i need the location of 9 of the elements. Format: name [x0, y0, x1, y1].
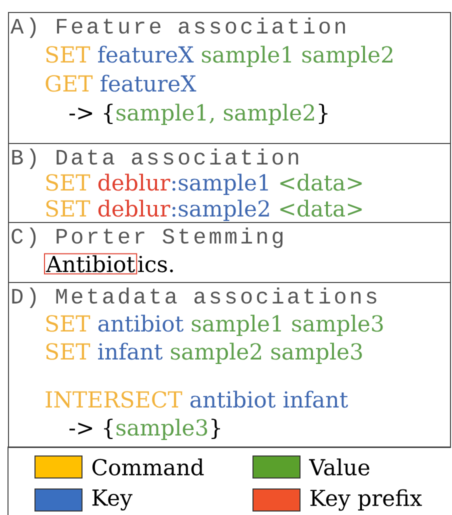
- word-suffix: ics.: [138, 256, 173, 272]
- legend-label: Command: [92, 458, 204, 476]
- highlight-box: Antibiot: [44, 253, 138, 274]
- panel-box: A) Feature association SET featureX sample1 sample2 GET featureX -> { sample1, sample2 }: [8, 12, 451, 144]
- panel-box: B) Data association SET deblur:sample1 <data> SET deblur:sample2 <data>: [8, 143, 451, 223]
- legend-label: Key prefix: [310, 489, 422, 511]
- panel-box: D) Metadata associations SET antibiot sample1 sample3 SET infant sample2 sample3 INTERSECT antibiot infant -> { sample3 }: [8, 282, 451, 448]
- legend-label: Value: [308, 458, 370, 476]
- legend-label: Key: [92, 490, 132, 510]
